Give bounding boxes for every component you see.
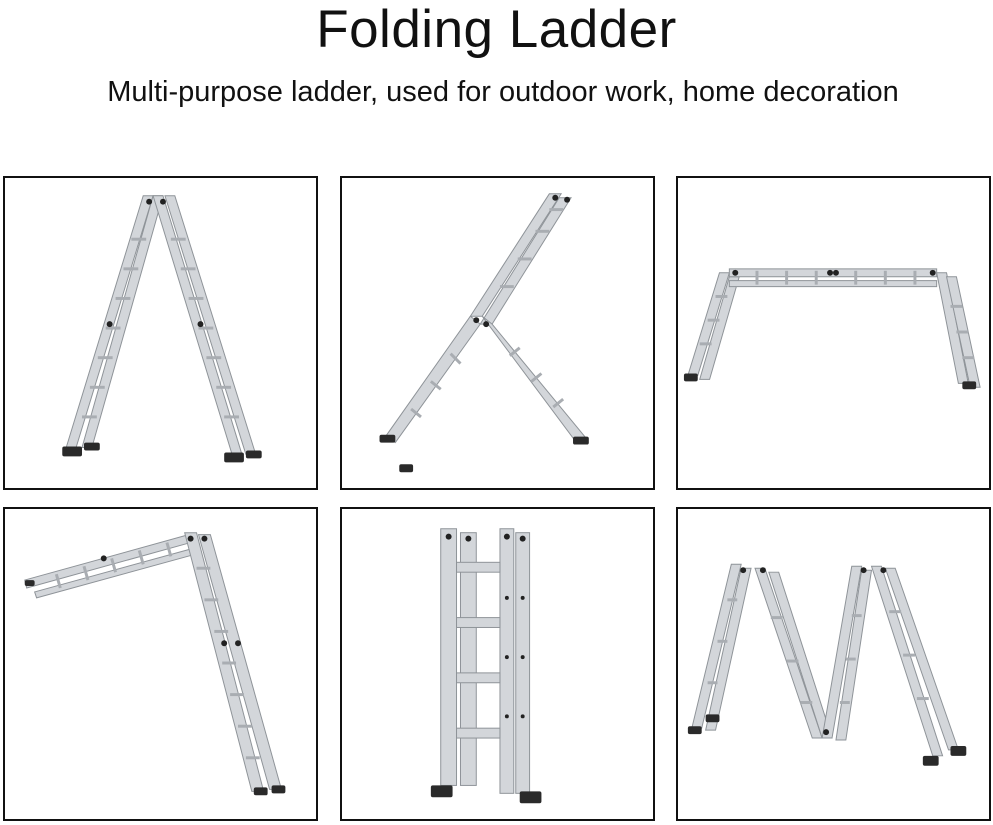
ladder-image-double-a-frame [676, 507, 991, 821]
ladder-extended-icon [24, 532, 286, 796]
ladder-scaffold-icon [683, 268, 981, 390]
ladder-image-partially-folded [340, 176, 655, 490]
ladder-a-frame-icon [62, 195, 262, 463]
ladder-image-a-frame [3, 176, 318, 490]
ladder-partially-folded-icon [379, 193, 589, 473]
ladder-image-folded [340, 507, 655, 821]
ladder-image-extended [3, 507, 318, 821]
ladder-m-shape-icon [687, 563, 967, 766]
ladder-image-scaffold [676, 176, 991, 490]
page-subtitle: Multi-purpose ladder, used for outdoor w… [107, 76, 899, 108]
ladder-folded-icon [430, 528, 542, 804]
page-title: Folding Ladder [316, 0, 677, 59]
